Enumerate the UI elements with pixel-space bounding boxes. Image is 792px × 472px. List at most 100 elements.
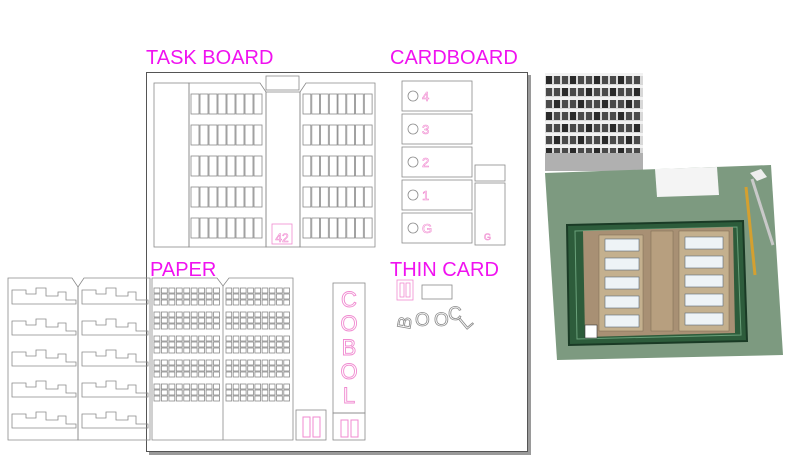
paper-window: [268, 293, 276, 300]
paper-window: [213, 359, 220, 366]
paper-window: [213, 293, 220, 300]
paper-window: [239, 299, 247, 306]
paper-window: [232, 311, 240, 318]
paper-window: [213, 365, 220, 372]
paper-window: [168, 299, 176, 306]
task-board-window: [226, 93, 236, 115]
paper-window: [254, 395, 261, 402]
paper-window: [225, 371, 233, 378]
paper-window: [160, 317, 168, 324]
paper-window: [225, 335, 233, 342]
paper-window: [153, 323, 161, 330]
paper-window: [232, 347, 240, 354]
cardboard-floor-hole: [407, 156, 419, 168]
paper-window: [198, 323, 205, 330]
paper-window: [276, 341, 283, 348]
paper-window: [175, 317, 183, 324]
sign-letter: C: [341, 287, 357, 312]
paper-window: [276, 335, 283, 342]
building-window: [562, 112, 568, 120]
building-window: [554, 136, 560, 144]
task-board-window: [355, 155, 364, 177]
paper-window: [268, 317, 276, 324]
side-strip-notch: [81, 318, 149, 336]
paper-window: [160, 371, 168, 378]
paper-window: [261, 389, 269, 396]
cardboard-small-label: G: [484, 232, 491, 242]
building-window: [634, 148, 640, 156]
task-board-facade-left: [188, 82, 267, 248]
side-strip-notch: [11, 349, 77, 367]
paper-window: [283, 341, 290, 348]
thin-card-letter: L: [456, 311, 478, 334]
paper-window: [232, 383, 240, 390]
paper-window: [283, 287, 290, 294]
paper-window: [175, 341, 183, 348]
section-label-task-board: TASK BOARD: [146, 47, 274, 69]
paper-window: [247, 341, 254, 348]
task-board-window: [253, 124, 263, 146]
paper-window: [205, 335, 213, 342]
building-window: [610, 124, 616, 132]
model-window-grid: [598, 230, 730, 332]
paper-window: [175, 287, 183, 294]
paper-window: [205, 365, 213, 372]
task-board-side-panel: [153, 82, 190, 248]
cardboard-floor-plate: [401, 113, 473, 145]
task-board-window: [235, 155, 245, 177]
task-board-window: [311, 186, 320, 208]
paper-window: [283, 365, 290, 372]
task-board-window: [190, 93, 200, 115]
task-board-window: [208, 217, 218, 239]
building-window: [546, 100, 552, 108]
paper-window: [232, 389, 240, 396]
building-window: [586, 112, 592, 120]
task-board-window: [311, 93, 320, 115]
building-window: [570, 112, 576, 120]
building-window: [570, 100, 576, 108]
paper-window: [175, 293, 183, 300]
task-board-window: [311, 217, 320, 239]
task-board-window: [337, 124, 347, 146]
paper-window: [183, 335, 191, 342]
paper-window: [183, 347, 191, 354]
paper-window: [205, 359, 213, 366]
thin-card-letter: B: [394, 315, 417, 331]
paper-window: [268, 323, 276, 330]
paper-window: [276, 395, 283, 402]
paper-window: [247, 317, 254, 324]
paper-window: [153, 359, 161, 366]
paper-window: [153, 395, 161, 402]
paper-window: [247, 335, 254, 342]
cardboard-floor-hole: [407, 123, 419, 135]
building-window: [634, 124, 640, 132]
building-window: [578, 88, 584, 96]
task-board-window: [355, 217, 364, 239]
paper-window: [160, 395, 168, 402]
building-window: [618, 88, 624, 96]
paper-window: [205, 371, 213, 378]
paper-window: [153, 287, 161, 294]
cardboard-floor-hole: [407, 189, 419, 201]
paper-window: [168, 323, 176, 330]
model-photo: [545, 165, 785, 360]
building-window: [554, 100, 560, 108]
paper-window: [261, 287, 269, 294]
task-board-window: [199, 155, 209, 177]
thin-card-letter: C: [448, 304, 462, 325]
paper-window: [254, 371, 261, 378]
task-board-window: [363, 186, 373, 208]
paper-window: [261, 323, 269, 330]
paper-window: [190, 395, 198, 402]
building-window: [562, 136, 568, 144]
task-board-facade-right: [299, 82, 376, 248]
building-window: [570, 76, 576, 84]
paper-window: [283, 293, 290, 300]
building-window: [602, 136, 608, 144]
building-window: [594, 76, 600, 84]
paper-window: [254, 365, 261, 372]
paper-window: [254, 347, 261, 354]
building-window: [602, 112, 608, 120]
cardboard-floor-hole: [407, 222, 419, 234]
